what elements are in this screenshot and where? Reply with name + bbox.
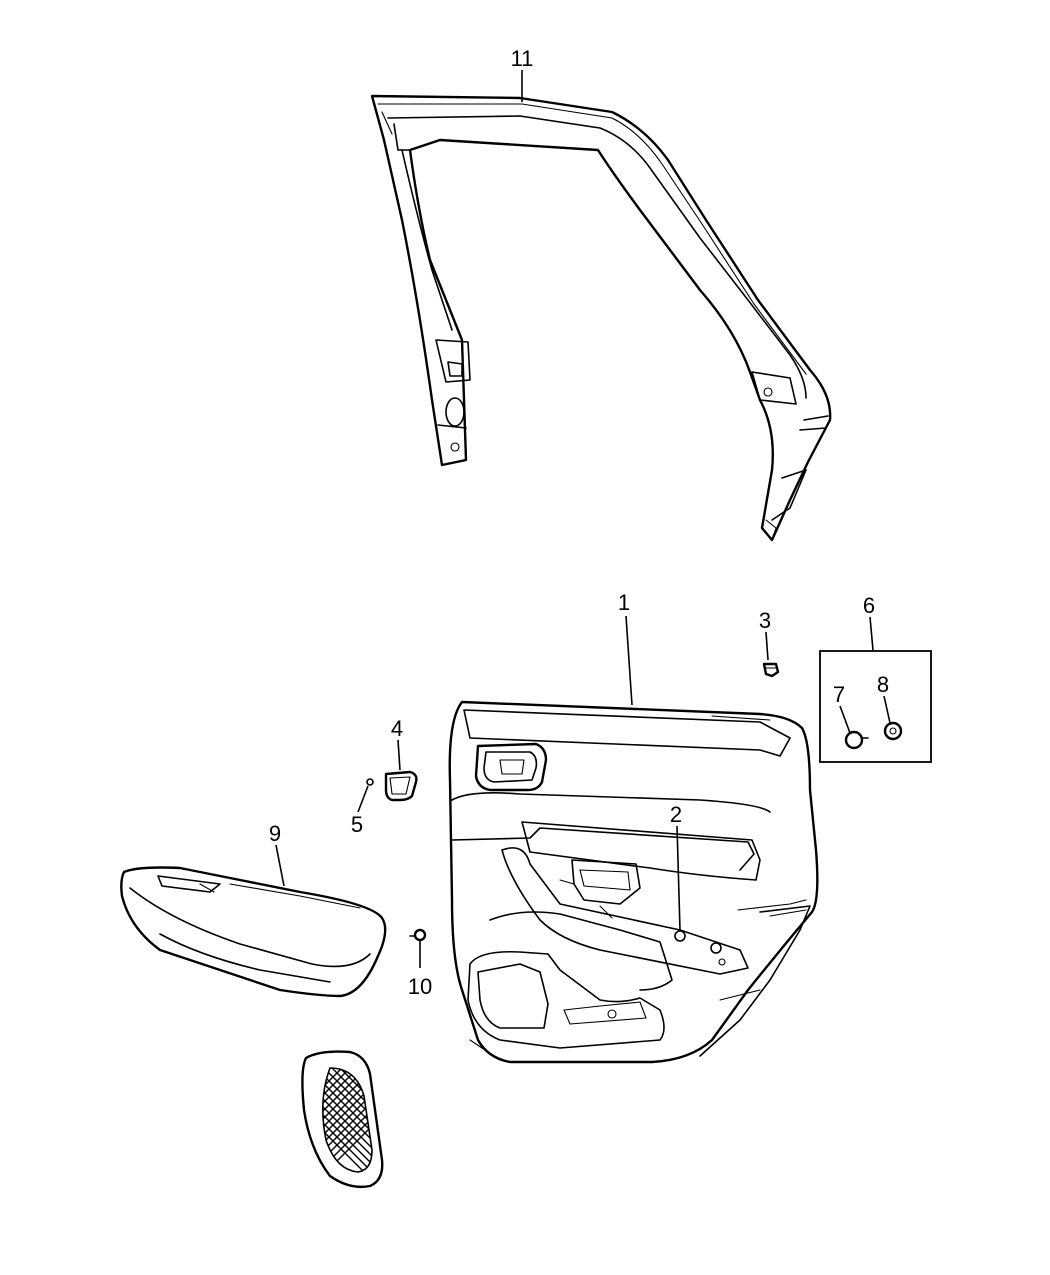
leader-1	[625, 615, 633, 706]
clip-part	[762, 662, 780, 678]
armrest-part	[120, 866, 387, 998]
callout-3: 3	[759, 608, 771, 633]
leader-9	[275, 844, 285, 887]
callout-labels: 11 1 2 3 4 5 6 7 8 9 10	[269, 46, 889, 999]
leader-3	[765, 631, 769, 661]
screw-10-part	[409, 928, 427, 942]
door-trim-panel-part	[448, 700, 819, 1064]
fastener-7-part	[844, 730, 869, 750]
callout-9: 9	[269, 821, 281, 846]
callout-10: 10	[408, 974, 432, 999]
kit-box	[819, 650, 932, 763]
callout-7: 7	[833, 682, 845, 707]
upper-trim-frame-part	[370, 94, 832, 542]
nut-8-part	[883, 721, 903, 741]
screw-5-part	[366, 778, 374, 786]
callout-8: 8	[877, 672, 889, 697]
speaker-grille-part	[301, 1050, 384, 1189]
leader-4	[397, 739, 401, 771]
leader-6	[869, 616, 874, 651]
callout-5: 5	[351, 812, 363, 837]
leader-5	[357, 785, 369, 813]
callout-2: 2	[670, 802, 682, 827]
leader-8	[883, 695, 891, 724]
leader-2	[676, 825, 681, 931]
leader-7	[839, 705, 851, 734]
callout-11: 11	[511, 46, 534, 71]
callout-6: 6	[863, 593, 875, 618]
bezel-part	[384, 770, 418, 802]
callout-4: 4	[391, 716, 403, 741]
callout-1: 1	[618, 590, 630, 615]
leader-lines	[275, 70, 891, 968]
